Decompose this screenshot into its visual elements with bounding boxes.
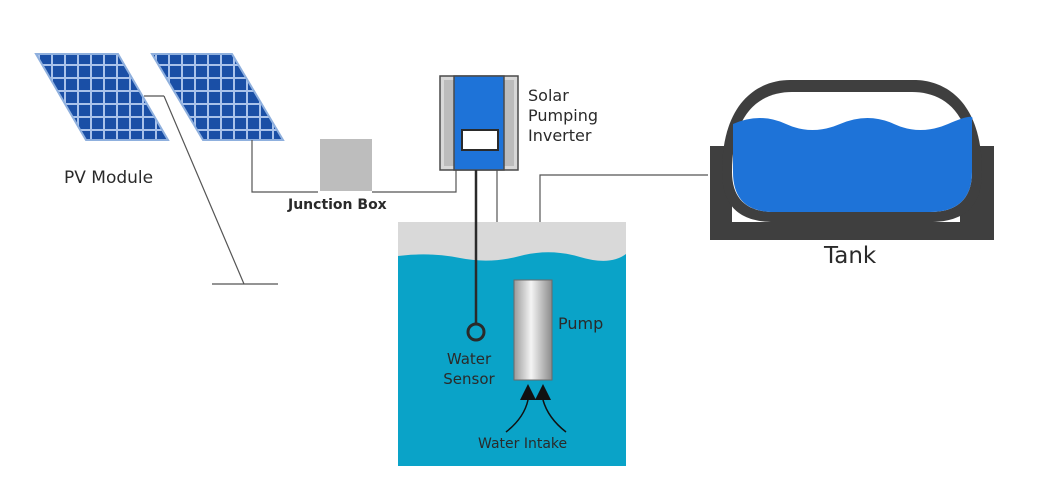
inverter-label-line1: Solar bbox=[528, 86, 569, 105]
pv-panel-left bbox=[34, 53, 170, 141]
inverter-label: Solar Pumping Inverter bbox=[528, 86, 648, 146]
pump-icon bbox=[513, 279, 553, 381]
water-intake-label: Water Intake bbox=[478, 436, 568, 452]
water-sensor-label: Water Sensor bbox=[424, 349, 514, 389]
water-sensor-icon bbox=[466, 170, 486, 342]
inverter-label-line2: Pumping bbox=[528, 106, 598, 125]
inverter-icon bbox=[439, 75, 519, 171]
arrow-up-icon bbox=[535, 384, 567, 433]
intake-arrows bbox=[505, 384, 567, 433]
inverter-label-line3: Inverter bbox=[528, 126, 592, 145]
pump-label: Pump bbox=[558, 314, 604, 333]
arrow-up-icon bbox=[505, 384, 536, 433]
water-sensor-label-line1: Water bbox=[446, 350, 492, 368]
junction-box-label: Junction Box bbox=[288, 197, 387, 213]
junction-box bbox=[320, 139, 372, 191]
water-tank-icon bbox=[710, 80, 994, 240]
pv-module-label: PV Module bbox=[64, 168, 154, 188]
water-sensor-label-line2: Sensor bbox=[443, 370, 495, 388]
well bbox=[398, 222, 626, 466]
pv-panel-right bbox=[150, 53, 285, 141]
pv-mount bbox=[144, 95, 278, 285]
tank-label: Tank bbox=[824, 243, 877, 269]
